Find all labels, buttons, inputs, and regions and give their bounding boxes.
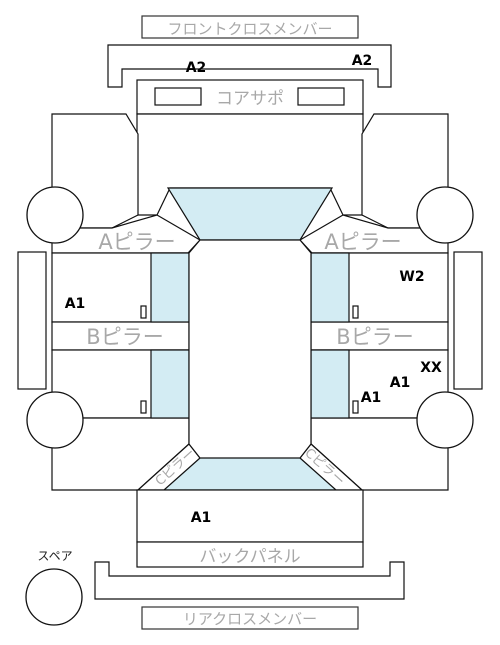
b-pillar-right-label: Bピラー	[336, 325, 413, 349]
code-front-right: A2	[352, 53, 373, 69]
rear-cross-member[interactable]: リアクロスメンバー	[141, 606, 359, 630]
a-pillar-right-label: Aピラー	[324, 230, 401, 254]
core-support[interactable]: コアサポ	[136, 79, 364, 115]
front-cross-member[interactable]: フロントクロスメンバー	[141, 15, 359, 39]
trunk[interactable]	[136, 489, 364, 543]
a-pillar-right[interactable]: Aピラー	[299, 214, 449, 254]
front-left-window[interactable]	[150, 252, 190, 323]
rear-right-tire[interactable]	[416, 391, 474, 449]
front-cross-member-label: フロントクロスメンバー	[167, 20, 332, 38]
rear-left-window[interactable]	[150, 349, 190, 419]
rear-bumper[interactable]	[94, 561, 405, 600]
rear-right-door-handle	[352, 400, 359, 414]
headlight-left	[154, 87, 202, 106]
code-trunk: A1	[191, 510, 212, 526]
a-pillar-left-label: Aピラー	[98, 230, 175, 254]
rear-left-tire[interactable]	[26, 391, 84, 449]
code-rear-right-a1-upper: A1	[390, 375, 411, 391]
back-panel[interactable]: バックパネル	[136, 541, 364, 568]
headlight-right	[297, 87, 345, 106]
left-side-step[interactable]	[17, 251, 47, 390]
front-left-door-handle	[140, 305, 147, 319]
roof[interactable]	[188, 239, 312, 459]
front-right-tire[interactable]	[416, 186, 474, 244]
front-windshield[interactable]	[166, 187, 334, 241]
rear-cross-member-label: リアクロスメンバー	[183, 610, 317, 628]
a-pillar-left[interactable]: Aピラー	[51, 214, 201, 254]
code-rear-right-a1-lower: A1	[361, 390, 382, 406]
front-right-door-handle	[352, 305, 359, 319]
front-bumper[interactable]	[107, 44, 392, 88]
b-pillar-left-label: Bピラー	[86, 325, 163, 349]
front-left-tire[interactable]	[26, 186, 84, 244]
b-pillar-left[interactable]: Bピラー	[51, 321, 190, 351]
back-panel-label: バックパネル	[199, 547, 300, 567]
rear-left-door-handle	[140, 400, 147, 414]
front-right-window[interactable]	[310, 252, 350, 323]
b-pillar-right[interactable]: Bピラー	[310, 321, 449, 351]
spare-tire-label: スペア	[37, 549, 72, 563]
code-front-left-door: A1	[65, 296, 86, 312]
core-support-label: コアサポ	[216, 89, 284, 109]
code-front-left: A2	[186, 60, 207, 76]
right-side-step[interactable]	[453, 251, 483, 390]
code-rear-right-xx: XX	[420, 360, 442, 376]
spare-tire[interactable]: スペア	[25, 549, 83, 626]
spare-tire-circle	[25, 568, 83, 626]
code-front-right-door: W2	[399, 269, 424, 285]
rear-right-window[interactable]	[310, 349, 350, 419]
